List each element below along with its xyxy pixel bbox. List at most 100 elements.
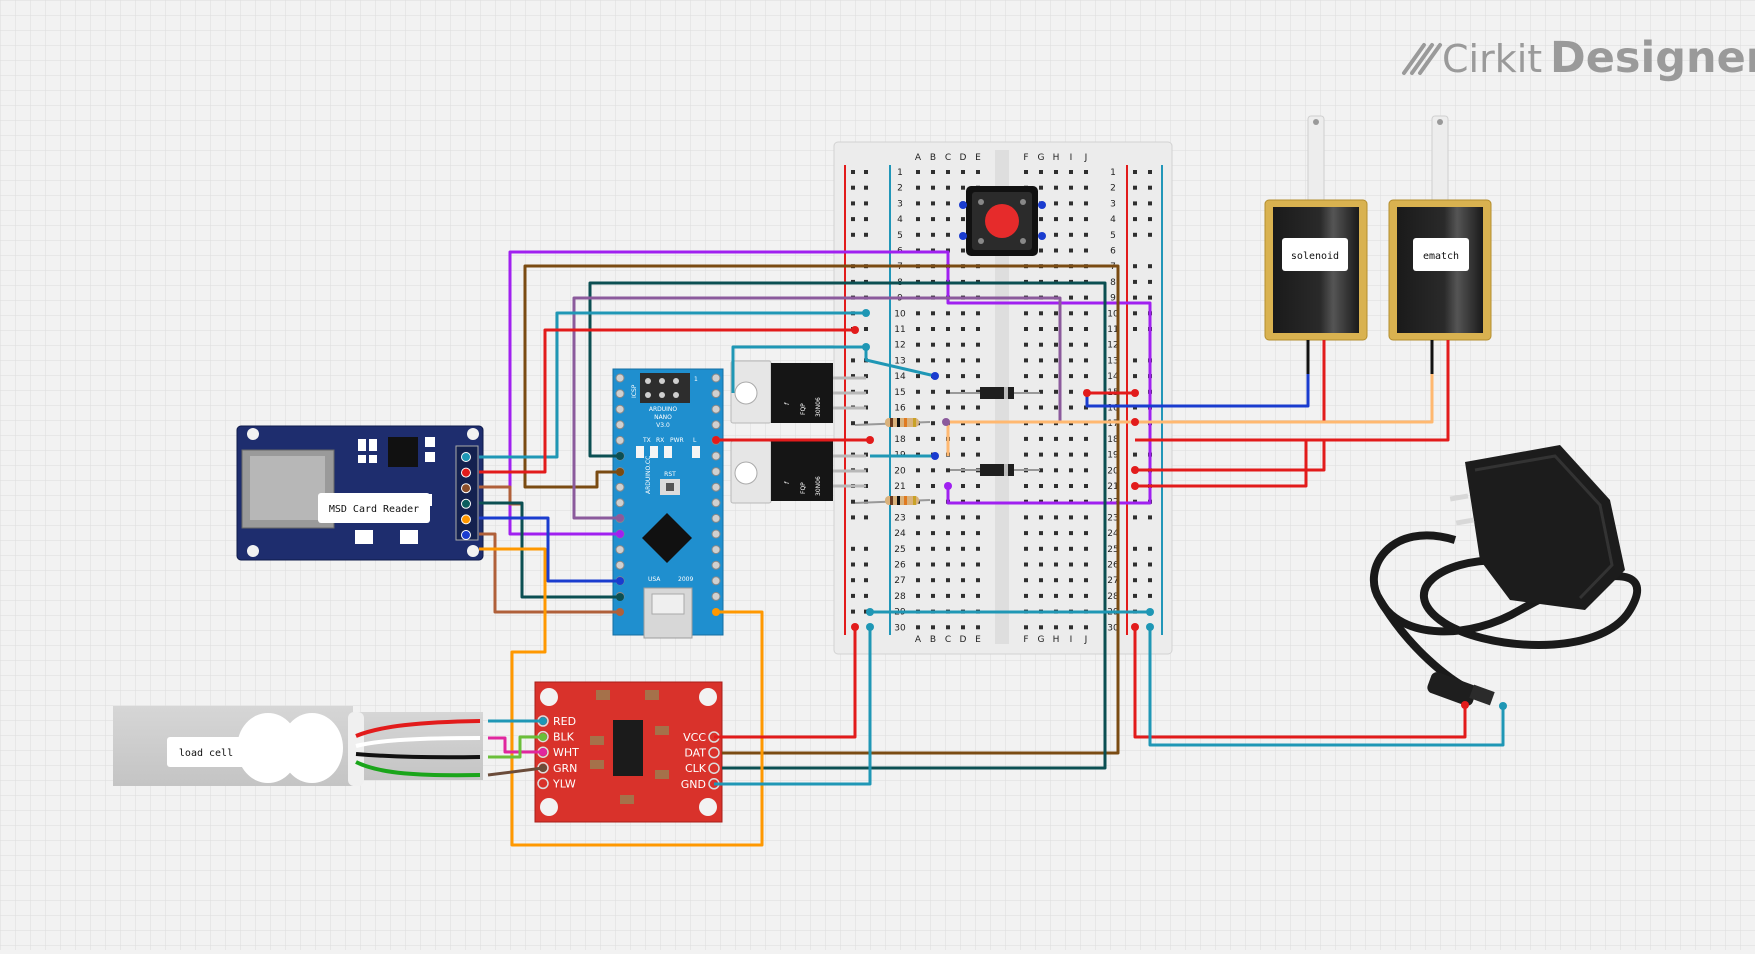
wire-lc-green[interactable] [487, 766, 544, 777]
nano-pin[interactable] [615, 545, 625, 555]
nano-pin[interactable] [615, 389, 625, 399]
msd-card-reader[interactable]: MSD Card Reader [236, 425, 484, 561]
wire-dark-teal[interactable] [588, 281, 1107, 770]
wire-cyan-power[interactable] [1148, 627, 1505, 747]
column-letter: J [1084, 153, 1088, 163]
wire-cyan[interactable] [479, 311, 866, 459]
resistor-1[interactable] [854, 418, 931, 427]
mosfet-2[interactable]: f FQP 30N06 [730, 440, 866, 504]
nano-pin[interactable] [711, 591, 721, 601]
wire-red-vcc[interactable] [714, 627, 857, 739]
nano-pin[interactable] [711, 513, 721, 523]
nano-pin[interactable] [711, 529, 721, 539]
solenoid-actuator[interactable]: solenoid [1264, 115, 1368, 374]
wire-blue[interactable] [479, 516, 620, 583]
breadboard-hole [961, 217, 965, 222]
plunger-hole [1437, 119, 1443, 125]
column-letter: H [1053, 153, 1060, 163]
msd-pin[interactable] [461, 498, 471, 509]
breadboard-hole [1039, 593, 1043, 598]
breadboard-hole [1069, 358, 1073, 363]
nano-pin[interactable] [615, 498, 625, 508]
breadboard-hole [1084, 170, 1088, 174]
nano-pin[interactable] [615, 560, 625, 570]
rail-hole [1148, 264, 1152, 269]
nano-pin[interactable] [711, 420, 721, 430]
breadboard-hole [946, 311, 950, 316]
nano-pin[interactable] [711, 482, 721, 492]
msd-pin[interactable] [461, 530, 471, 540]
wire-red[interactable] [1135, 438, 1326, 472]
load-cell-label-box [167, 737, 246, 767]
mosfet-1[interactable]: f FQP 30N06 [730, 360, 866, 424]
wire-brown[interactable] [523, 264, 1120, 755]
wire-endpoint [862, 309, 870, 317]
breadboard-hole [1024, 562, 1028, 567]
push-button-screw [1020, 199, 1026, 205]
rail-hole [851, 374, 855, 379]
resistor-2[interactable] [854, 496, 931, 505]
breadboard-hole [1054, 217, 1058, 222]
wire-purple[interactable] [508, 250, 1152, 536]
wire-orange[interactable] [479, 547, 764, 847]
nano-pin[interactable] [711, 404, 721, 414]
push-button-cap[interactable] [985, 204, 1019, 238]
nano-pin[interactable] [615, 373, 625, 383]
ematch-actuator[interactable]: ematch [1388, 115, 1492, 374]
wire-cyan-gnd[interactable] [714, 627, 872, 786]
nano-pin[interactable] [615, 420, 625, 430]
msd-pin[interactable] [461, 452, 471, 462]
hx711-pin[interactable] [708, 762, 720, 774]
wire-cyan-link[interactable] [864, 347, 936, 378]
push-button[interactable] [959, 186, 1046, 256]
wire-red[interactable] [479, 328, 855, 474]
breadboard-hole [961, 593, 965, 598]
nano-pin[interactable] [615, 435, 625, 445]
breadboard-hole [961, 515, 965, 520]
power-adapter[interactable] [1369, 445, 1641, 710]
breadboard-hole [1024, 436, 1028, 441]
msd-pin[interactable] [461, 483, 471, 494]
diode-2[interactable] [950, 464, 1040, 476]
hx711-pin[interactable] [708, 746, 720, 759]
msd-pin[interactable] [461, 467, 471, 478]
nano-pin[interactable] [711, 576, 721, 586]
smd-component [590, 760, 604, 769]
rail-hole [1133, 295, 1137, 300]
nano-pin[interactable] [711, 498, 721, 508]
wire-red[interactable] [1135, 440, 1308, 488]
breadboard-hole [946, 405, 950, 410]
nano-pin[interactable] [711, 467, 721, 477]
breadboard-hole [1039, 436, 1043, 441]
breadboard-hole [1024, 327, 1028, 331]
wire-peach-ematch[interactable] [946, 374, 1434, 456]
nano-title-3: V3.0 [656, 422, 670, 429]
nano-pin[interactable] [711, 389, 721, 399]
nano-pin[interactable] [711, 545, 721, 555]
wire-lc-white[interactable] [488, 736, 543, 754]
rail-hole [864, 609, 868, 614]
reset-button-cap[interactable] [666, 483, 674, 491]
wire-endpoint [944, 482, 952, 490]
wire-red-ematch[interactable] [1324, 374, 1450, 442]
msd-pin[interactable] [461, 514, 471, 525]
arduino-nano[interactable]: 1 ICSP ARDUINO NANO V3.0 TX RX PWR L RST… [612, 368, 724, 639]
wire-blue-solenoid[interactable] [1085, 374, 1310, 408]
breadboard-hole [1084, 452, 1088, 457]
nano-pin[interactable] [711, 560, 721, 570]
hx711-pin[interactable] [537, 777, 549, 790]
diode-1[interactable] [950, 387, 1040, 399]
nano-pin[interactable] [711, 451, 721, 461]
nano-pin[interactable] [615, 404, 625, 414]
load-cell[interactable]: load cell [113, 706, 483, 786]
breadboard-hole [1024, 484, 1028, 488]
wire-cyan[interactable] [731, 345, 866, 393]
wire-copper[interactable] [479, 532, 620, 614]
wire-red-power[interactable] [1133, 627, 1467, 739]
load-cell-wire-white [355, 736, 481, 748]
nano-pin[interactable] [711, 373, 721, 383]
nano-pin[interactable] [615, 482, 625, 492]
breadboard-hole [1039, 625, 1043, 630]
wire-lc-black[interactable] [488, 735, 543, 759]
